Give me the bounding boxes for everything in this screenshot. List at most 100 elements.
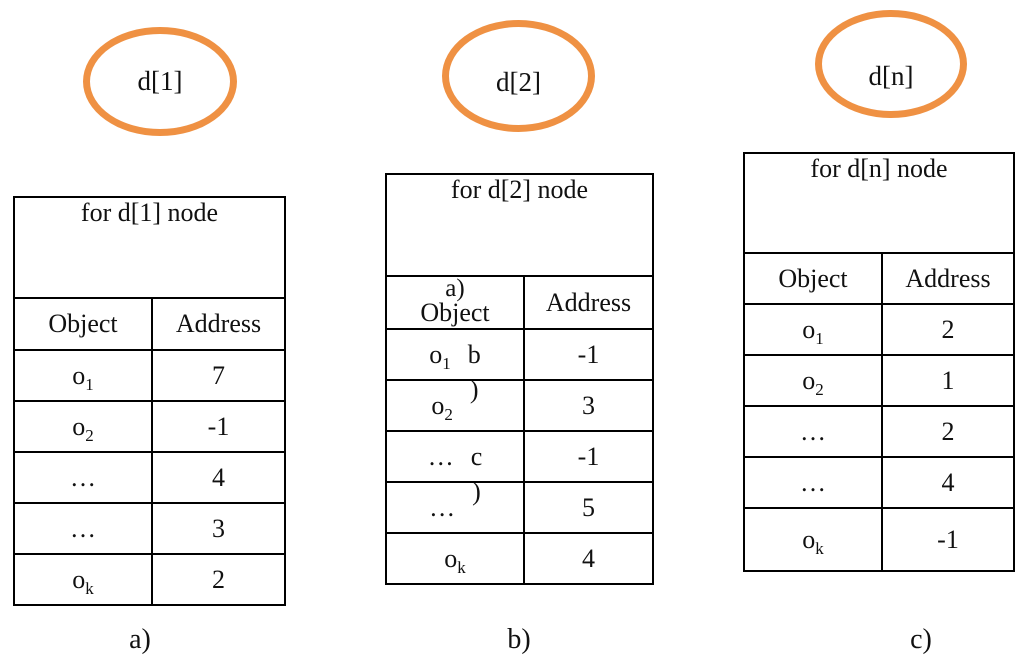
table-row: …4 — [743, 456, 1015, 509]
column-header-address: Address — [523, 275, 654, 330]
table-title: for d[n] node — [743, 152, 1015, 254]
overlay-fragment: b — [467, 339, 481, 369]
address-cell: -1 — [151, 400, 286, 453]
address-cell: 1 — [881, 354, 1015, 407]
object-cell: o2 — [743, 354, 883, 407]
address-cell: 2 — [881, 303, 1015, 356]
table-row: …2 — [743, 405, 1015, 458]
object-cell: o2 — [13, 400, 153, 453]
address-cell: 7 — [151, 349, 286, 402]
node-ellipse-dn: d[n] — [815, 10, 967, 118]
object-label: o1 — [802, 314, 824, 348]
object-label: o2 — [72, 411, 94, 445]
object-cell: … — [13, 502, 153, 555]
caption-b: b) — [507, 624, 531, 655]
object-cell: … — [743, 405, 883, 458]
address-cell: 3 — [151, 502, 286, 555]
address-cell: -1 — [881, 507, 1015, 572]
column-header-object-label: Object — [778, 263, 848, 293]
table-title-row: for d[1] node — [13, 196, 286, 299]
column-header-address: Address — [881, 252, 1015, 305]
table-row: …3 — [13, 502, 286, 555]
object-subscript: k — [815, 538, 824, 558]
address-cell: -1 — [523, 430, 654, 483]
object-cell: ok — [743, 507, 883, 572]
overlay-fragment: ) — [469, 380, 479, 404]
object-cell: o1 — [743, 303, 883, 356]
object-cell: o2) — [385, 379, 525, 432]
object-subscript: 1 — [85, 374, 94, 394]
object-label: … — [800, 416, 826, 446]
object-label: o1 — [72, 360, 94, 394]
object-subscript: 1 — [442, 353, 451, 373]
address-cell: -1 — [523, 328, 654, 381]
address-cell: 2 — [881, 405, 1015, 458]
object-cell: …c — [385, 430, 525, 483]
column-header-address: Address — [151, 297, 286, 351]
table-row: o1 7 — [13, 349, 286, 402]
table-row: o2 -1 — [13, 400, 286, 453]
object-subscript: 1 — [815, 328, 824, 348]
table-row: …c-1 — [385, 430, 654, 483]
column-header-object: Object — [743, 252, 883, 305]
overlay-fragment: ) — [472, 482, 481, 506]
object-cell: ok — [13, 553, 153, 606]
node-label-d2: d[2] — [496, 66, 541, 97]
table-row: ok 2 — [13, 553, 286, 606]
table-title-row: for d[2] node — [385, 173, 654, 277]
column-header-row: Object Address — [13, 297, 286, 351]
address-cell: 4 — [523, 532, 654, 585]
node-label-dn: d[n] — [868, 60, 914, 91]
object-label: ok — [72, 564, 94, 598]
object-cell: …) — [385, 481, 525, 534]
object-cell: ok — [385, 532, 525, 585]
table-row: …)5 — [385, 481, 654, 534]
address-cell: 4 — [881, 456, 1015, 509]
table-row: ok -1 — [743, 507, 1015, 572]
table-title-row: for d[n] node — [743, 152, 1015, 254]
table-row: o1 b -1 — [385, 328, 654, 381]
object-label: … — [70, 462, 96, 492]
table-row: o1 2 — [743, 303, 1015, 356]
table-row: …4 — [13, 451, 286, 504]
node-label-d1: d[1] — [137, 66, 183, 96]
table-row: ok 4 — [385, 532, 654, 585]
column-header-object: Object — [13, 297, 153, 351]
object-label: … — [800, 467, 826, 497]
caption-c: c) — [910, 624, 932, 655]
caption-a: a) — [129, 624, 151, 655]
object-subscript: k — [85, 578, 94, 598]
node-ellipse-d2: d[2] — [442, 20, 595, 132]
object-label: … — [427, 441, 454, 471]
table-row: o2)3 — [385, 379, 654, 432]
object-label: ok — [802, 524, 824, 558]
object-label: o1 — [429, 339, 451, 373]
column-header-object-label: Object — [420, 298, 490, 327]
object-label: … — [429, 492, 456, 522]
header-stack: a)Object — [388, 276, 522, 327]
object-cell: o1 — [13, 349, 153, 402]
object-cell: … — [13, 451, 153, 504]
address-cell: 4 — [151, 451, 286, 504]
table-title: for d[1] node — [13, 196, 286, 299]
object-label: … — [70, 513, 96, 543]
node-ellipse-d1: d[1] — [83, 27, 237, 136]
object-label: o2 — [431, 390, 453, 424]
address-cell: 5 — [523, 481, 654, 534]
object-label: ok — [444, 543, 466, 577]
object-cell: o1 b — [385, 328, 525, 381]
overlay-fragment: c — [470, 441, 483, 471]
header-overlay-fragment: a) — [445, 276, 465, 302]
object-subscript: 2 — [815, 379, 824, 399]
column-header-row: Object Address — [743, 252, 1015, 305]
address-cell: 2 — [151, 553, 286, 606]
column-header-object-label: Object — [48, 309, 118, 338]
table-row: o2 1 — [743, 354, 1015, 407]
object-label: o2 — [802, 365, 824, 399]
object-subscript: 2 — [85, 425, 94, 445]
